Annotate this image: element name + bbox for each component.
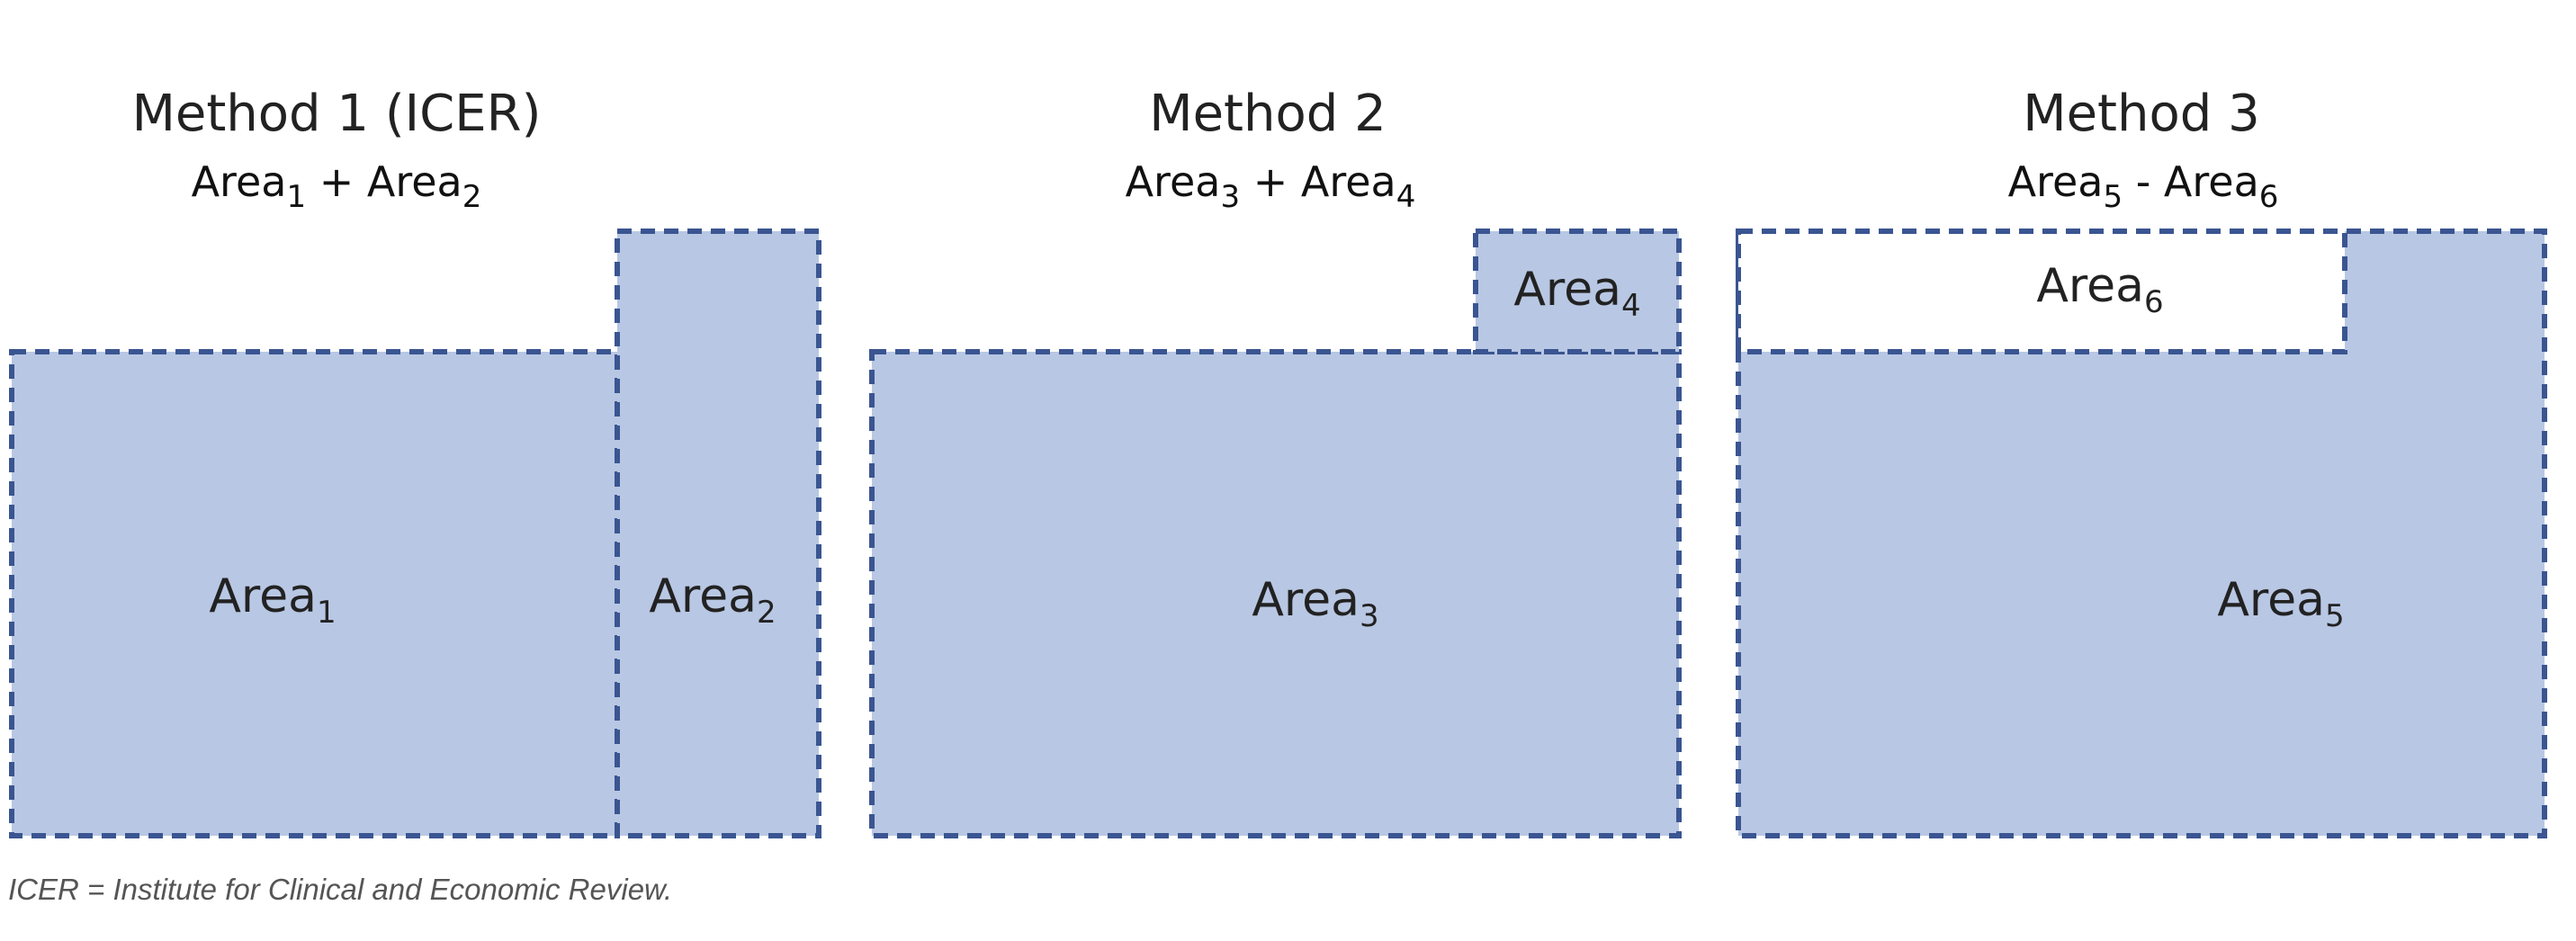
area-2-label: Area2 [649, 569, 776, 631]
method-1-title: Method 1 (ICER) [132, 85, 542, 143]
footnote: ICER = Institute for Clinical and Econom… [8, 873, 673, 906]
area-5-label: Area5 [2217, 573, 2344, 634]
method-2-formula: Area3 + Area4 [1126, 157, 1416, 215]
area-3-rect [869, 349, 1682, 838]
method-1: Method 1 (ICER) Area1 + Area2 Area1 Area… [9, 85, 821, 838]
method-3-formula: Area5 - Area6 [2008, 157, 2279, 215]
area-1-label: Area1 [209, 569, 336, 631]
area-3-label: Area3 [1252, 573, 1378, 634]
method-3-title: Method 3 [2023, 85, 2259, 143]
area-6-rect [1736, 229, 2347, 354]
area-6-label: Area6 [2036, 259, 2163, 320]
method-3: Method 3 Area5 - Area6 Area5 Area6 [1736, 85, 2547, 838]
area-1-rect [9, 349, 620, 838]
method-1-formula: Area1 + Area2 [192, 157, 482, 215]
method-2-title: Method 2 [1149, 85, 1386, 143]
area-4-rect [1473, 229, 1682, 354]
area-4-label: Area4 [1513, 263, 1640, 324]
method-2: Method 2 Area3 + Area4 Area3 Area4 [869, 85, 1682, 838]
area-2-rect [615, 229, 821, 838]
